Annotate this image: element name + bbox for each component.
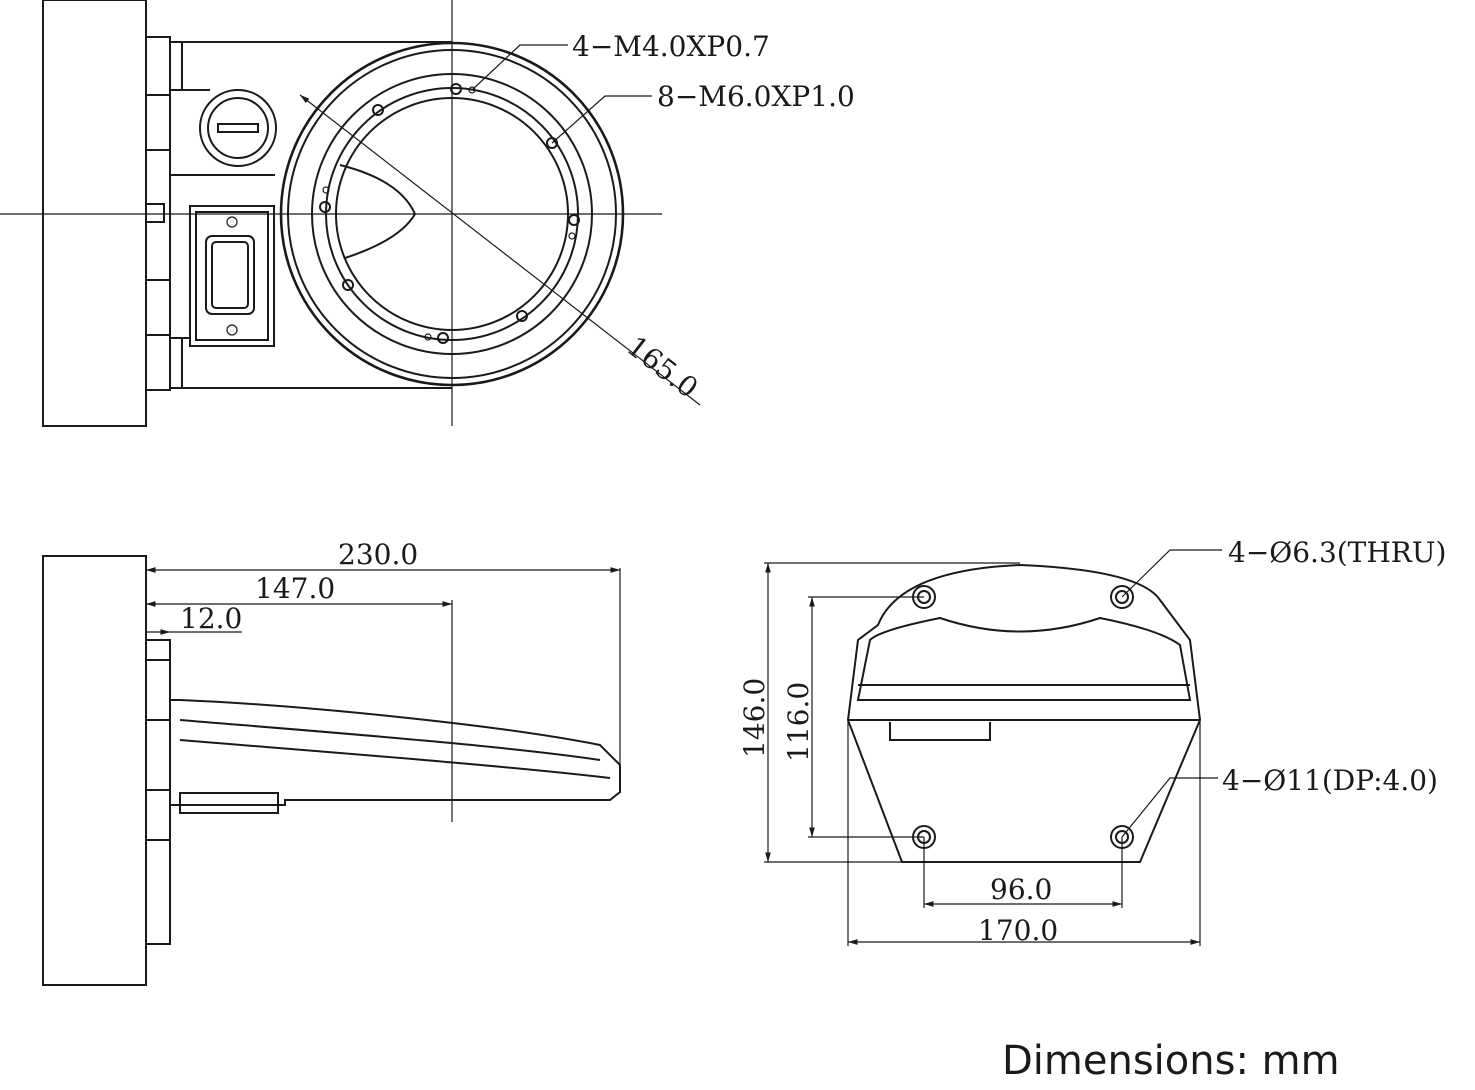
base-outline — [846, 563, 1202, 863]
dim-146: 146.0 — [738, 678, 771, 758]
wall-plate-side — [42, 555, 147, 986]
diameter-line — [299, 94, 701, 406]
junction-port — [189, 205, 275, 347]
flange-side — [146, 639, 171, 945]
leader-counterbore — [1121, 777, 1218, 838]
diameter-label: 165.0 — [621, 329, 705, 404]
wall-plate — [42, 0, 147, 427]
side-view: 230.0 147.0 12.0 — [42, 538, 621, 986]
dim-230: 230.0 — [338, 538, 418, 571]
dim-116: 116.0 — [782, 682, 815, 762]
callout-counterbore: 4−Ø11(DP:4.0) — [1222, 764, 1438, 797]
callout-m6: 8−M6.0XP1.0 — [657, 80, 855, 113]
top-view: 165.0 4−M4.0XP0.7 8−M6.0XP1.0 — [0, 0, 855, 427]
arm-profile — [170, 699, 621, 806]
leader-m6 — [551, 95, 652, 144]
front-view: 146.0 116.0 96.0 170.0 4−Ø6.3(THRU) 4−Ø1… — [738, 536, 1446, 947]
dim-170: 170.0 — [978, 914, 1058, 947]
leader-thru — [1121, 549, 1222, 598]
dim-96: 96.0 — [990, 873, 1052, 906]
mount-holes — [912, 585, 1134, 849]
arm-body — [170, 41, 452, 389]
cable-cap — [199, 89, 277, 167]
callout-thru: 4−Ø6.3(THRU) — [1228, 536, 1446, 569]
dim-147: 147.0 — [255, 572, 335, 605]
units-label: Dimensions: mm — [1002, 1038, 1340, 1084]
leader-m4 — [471, 44, 568, 91]
dim-12: 12.0 — [180, 602, 242, 635]
flange — [145, 36, 171, 391]
callout-m4: 4−M4.0XP0.7 — [572, 30, 770, 63]
